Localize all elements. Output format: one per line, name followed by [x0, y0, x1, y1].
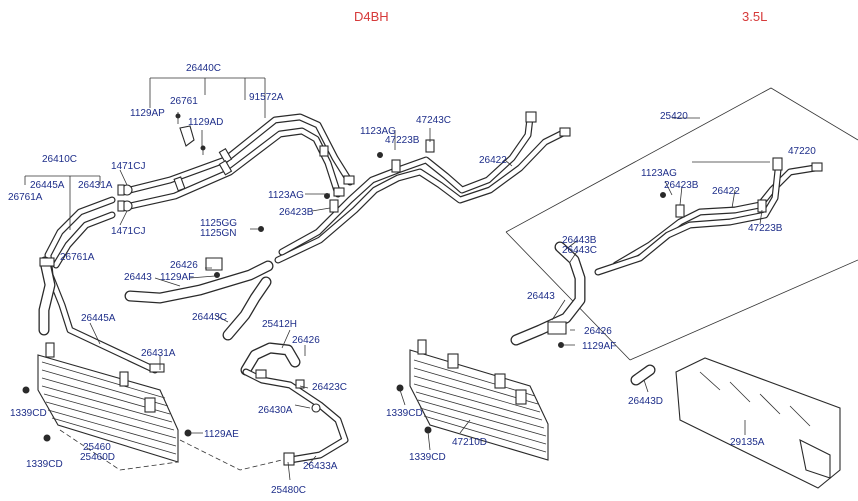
label-1339CD-a: 1339CD	[10, 408, 47, 419]
label-26443-r: 26443	[527, 291, 555, 302]
label-26443: 26443	[124, 272, 152, 283]
label-47223B-r: 47223B	[748, 223, 783, 234]
label-91572A: 91572A	[249, 92, 284, 103]
label-25460D: 25460D	[80, 452, 115, 463]
label-26445A: 26445A	[30, 180, 65, 191]
label-1471CJ-bot: 1471CJ	[111, 226, 145, 237]
label-47210D: 47210D	[452, 437, 487, 448]
label-26443C-mid: 26443C	[192, 312, 227, 323]
label-26761: 26761	[170, 96, 198, 107]
pipe-26430A	[240, 342, 349, 466]
label-26422-r: 26422	[712, 186, 740, 197]
label-26761A: 26761A	[60, 252, 95, 263]
label-26443D: 26443D	[628, 396, 663, 407]
hose-26443	[124, 257, 274, 341]
label-1129AF-r: 1129AF	[582, 341, 616, 352]
shield-29135A	[675, 357, 841, 489]
label-26422-top: 26422	[479, 155, 507, 166]
label-26423C: 26423C	[312, 382, 347, 393]
label-1123AG-mid: 1123AG	[268, 190, 304, 201]
label-25460: 25460	[83, 442, 111, 453]
oil-cooler-25460	[22, 342, 283, 471]
label-1129AD: 1129AD	[188, 117, 223, 128]
label-1129AP: 1129AP	[130, 108, 165, 119]
part-labels: 26440C 1129AP 26761 1129AD 91572A 26410C…	[8, 63, 816, 496]
label-25412H: 25412H	[262, 319, 297, 330]
label-1125GN: 1125GN	[200, 228, 237, 239]
label-1129AE: 1129AE	[204, 429, 239, 440]
pipe-26422	[258, 111, 571, 264]
label-26423B-r: 26423B	[664, 180, 699, 191]
clip-26761	[175, 113, 206, 155]
label-26410C: 26410C	[42, 154, 77, 165]
label-26431A-top: 26431A	[78, 180, 113, 191]
oil-cooler-47210D	[396, 339, 549, 461]
label-26443B: 26443B	[562, 235, 597, 246]
fitting-1471CJ	[117, 184, 133, 212]
upper-pipe-group	[126, 113, 355, 210]
label-26431A-low: 26431A	[141, 348, 176, 359]
label-47223B-top: 47223B	[385, 135, 420, 146]
label-26423B-mid: 26423B	[279, 207, 314, 218]
label-1123AG-top: 1123AG	[360, 126, 396, 137]
label-29135A: 29135A	[730, 437, 765, 448]
label-1471CJ-top: 1471CJ	[111, 161, 145, 172]
label-1129AF-mid: 1129AF	[160, 272, 194, 283]
label-26430A: 26430A	[258, 405, 293, 416]
engine-displacement: 3.5L	[742, 9, 767, 24]
label-1125GG: 1125GG	[200, 218, 237, 229]
label-47220: 47220	[788, 146, 816, 157]
label-26426-mid: 26426	[170, 260, 198, 271]
label-26761A-left: 26761A	[8, 192, 43, 203]
left-pipe-26410C	[38, 196, 165, 374]
label-1339CD-b: 1339CD	[26, 459, 63, 470]
label-26433A: 26433A	[303, 461, 338, 472]
label-25420: 25420	[660, 111, 688, 122]
label-26426-r: 26426	[584, 326, 612, 337]
label-25480C: 25480C	[271, 485, 306, 496]
label-26426-low: 26426	[292, 335, 320, 346]
label-1339CD-d: 1339CD	[409, 452, 446, 463]
hose-26443D	[630, 364, 656, 386]
label-26445A-low: 26445A	[81, 313, 116, 324]
leader-lines	[24, 77, 770, 481]
label-26440C: 26440C	[186, 63, 221, 74]
engine-code: D4BH	[354, 9, 389, 24]
label-1123AG-r: 1123AG	[641, 168, 677, 179]
box-25420	[505, 87, 858, 361]
label-1339CD-c: 1339CD	[386, 408, 423, 419]
label-47243C: 47243C	[416, 115, 451, 126]
label-26443C-r: 26443C	[562, 245, 597, 256]
